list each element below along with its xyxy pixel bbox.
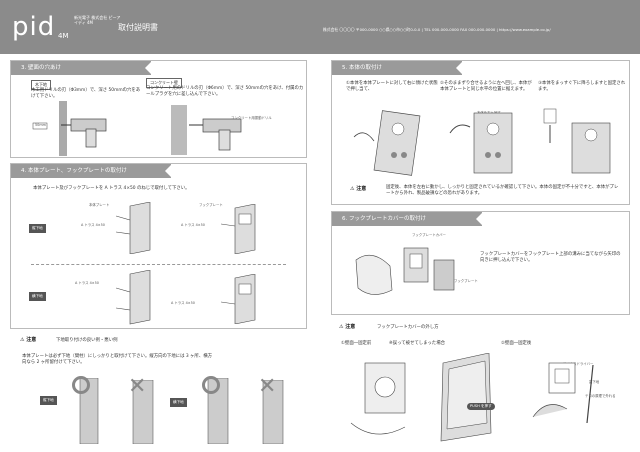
section-plate-mounting: 4. 本体プレート、フックプレートの取付け 本体プレート及びフックプレートを A… [10, 163, 307, 329]
vertical-body-plate-diagram [116, 202, 151, 254]
caution-text: 本体プレートは必ず下地（間柱）にしっかりと取付けて下さい。縦方向の下地には 3 … [22, 354, 212, 365]
divider [31, 264, 286, 265]
concrete-drill-illustration [171, 105, 242, 155]
step1-illustration [353, 110, 421, 176]
concrete-tag: コンクリート壁 [146, 78, 182, 88]
hook-plate-label-2: フックプレート [454, 279, 478, 283]
body-plate-label: 本体プレート [89, 203, 110, 207]
caution-title: 下地取り付けの良い例・悪い例 [56, 338, 118, 343]
screw-label-1: A トラス 4×50 [81, 223, 105, 227]
caution-mark-2: ⚠ 注意 [339, 324, 356, 330]
depth-note: 50mm [35, 123, 46, 127]
section-title: 5. 本体の取付け [332, 61, 463, 75]
horizontal-stud-tag: 横下地 [29, 292, 46, 301]
body-caution-text: 固定後、本体を左右に動かし、しっかりと固定されているか確認して下さい。本体の固定… [386, 185, 619, 196]
vertical-stud-tag: 縦下地 [29, 224, 46, 233]
bad-vertical-diagram [132, 380, 154, 444]
body-caution-mark: ⚠ 注意 [350, 186, 367, 192]
good-horizontal-diagram [207, 378, 229, 444]
section-cover-mounting: 6. フックプレートカバーの取付け フックプレートカバー フックプレート フック… [331, 211, 630, 315]
concrete-drill-note: コンクリート用振動ドリル [231, 116, 272, 120]
company-info: 株式会社 〇〇〇〇 〒000-0000 ○○県○○市○○町0-0-0 | TEL… [323, 27, 551, 32]
cover-label: フックプレートカバー [412, 233, 446, 237]
brand-logo: pid [12, 12, 56, 42]
screw-label-4: A トラス 4×50 [171, 301, 195, 305]
brand-logo-sub: 4M [58, 32, 69, 40]
caution-cover-removal: ⚠ 注意 フックプレートカバーの外し方 ①壁面一固定前 ※誤って被せてしまった場… [331, 321, 630, 447]
step3-illustration [543, 108, 611, 174]
bad-mark-icon: ✕ [128, 374, 147, 399]
removal-step1: ①壁面一固定前 [341, 341, 372, 346]
plate-instruction: 本体プレート及びフックプレートを A トラス 4×50 のねじで取付して下さい。 [33, 186, 190, 191]
section-body-mounting: 5. 本体の取付け ①本体を本体プレートに対して右に傾けた状態で押し当て、 ②そ… [331, 60, 630, 205]
step2-illustration [449, 112, 513, 174]
removal-driver-illustration [532, 362, 594, 424]
horizontal-example-tag: 横下地 [170, 398, 187, 407]
lever-note: テコの原理で外れる [585, 394, 616, 398]
horizontal-hook-plate-diagram [221, 274, 256, 324]
section-title: 3. 壁面の穴あけ [11, 61, 152, 75]
bad-horizontal-diagram [262, 380, 284, 444]
caution-mark: ⚠ 注意 [20, 337, 37, 343]
good-mark-icon [72, 376, 90, 394]
step3-text: ③本体をまっすぐ下に降ろしますと固定されます。 [538, 81, 626, 92]
header-bar: pid 4M 新光電子 株式会社 ピーアイディ 4M 取付説明書 株式会社 〇〇… [0, 0, 640, 54]
caution-mounting-examples: ⚠ 注意 下地取り付けの良い例・悪い例 本体プレートは必ず下地（間柱）にしっかり… [10, 334, 307, 446]
cover-illustration [355, 247, 455, 295]
vertical-hook-plate-diagram [221, 204, 256, 254]
push-button-label: PUSH を押す [467, 403, 495, 410]
driver-label: マイナスドライバー [563, 362, 594, 366]
removal-push-illustration [440, 353, 492, 442]
vertical-example-tag: 縦下地 [40, 396, 57, 405]
good-vertical-diagram [79, 378, 99, 444]
screw-label-2: A トラス 4×50 [181, 223, 205, 227]
wood-tag: 木下地 [31, 80, 51, 90]
driver-note: 歯下地 [589, 380, 600, 384]
step1-text: ①本体を本体プレートに対して右に傾けた状態で押し当て、 [346, 81, 438, 92]
section-drilling: 3. 壁面の穴あけ 木下地 木工用ドリルの刃（Φ3mm）で、深さ 50mmの穴を… [10, 60, 307, 158]
removal-step2: ②壁面一固定後 [501, 341, 532, 346]
document-title: 取付説明書 [118, 23, 158, 32]
section-title: 6. フックプレートカバーの取付け [332, 212, 483, 226]
brand-tagline: 新光電子 株式会社 ピーアイディ 4M [74, 15, 121, 25]
good-mark-icon-2 [202, 376, 220, 394]
bad-mark-icon-2: ✕ [258, 374, 277, 399]
removal-step1b: ※誤って被せてしまった場合 [389, 341, 445, 346]
removal-before-illustration [350, 362, 406, 435]
hook-plate-label: フックプレート [199, 203, 223, 207]
cover-instruction: フックプレートカバーをフックプレート上部の溝みに当てながら矢印の向きに押し込んで… [480, 252, 621, 263]
section-title: 4. 本体プレート、フックプレートの取付け [11, 164, 172, 178]
wood-drill-illustration [32, 101, 107, 156]
horizontal-body-plate-diagram [116, 270, 151, 325]
step2-text: ②そのままずり合せるように左へ回し、本体が本体プレートと同じ水平の位置に据えます… [440, 81, 532, 92]
caution-title-2: フックプレートカバーの外し方 [377, 325, 439, 330]
screw-label-3: A トラス 4×50 [75, 281, 99, 285]
concrete-text: コンクリート用のドリルの刃（Φ6mm）で、深さ 50mmの穴をあけ、付属のカール… [146, 86, 304, 97]
wood-text: 木工用ドリルの刃（Φ3mm）で、深さ 50mmの穴をあけて下さい。 [31, 88, 141, 99]
